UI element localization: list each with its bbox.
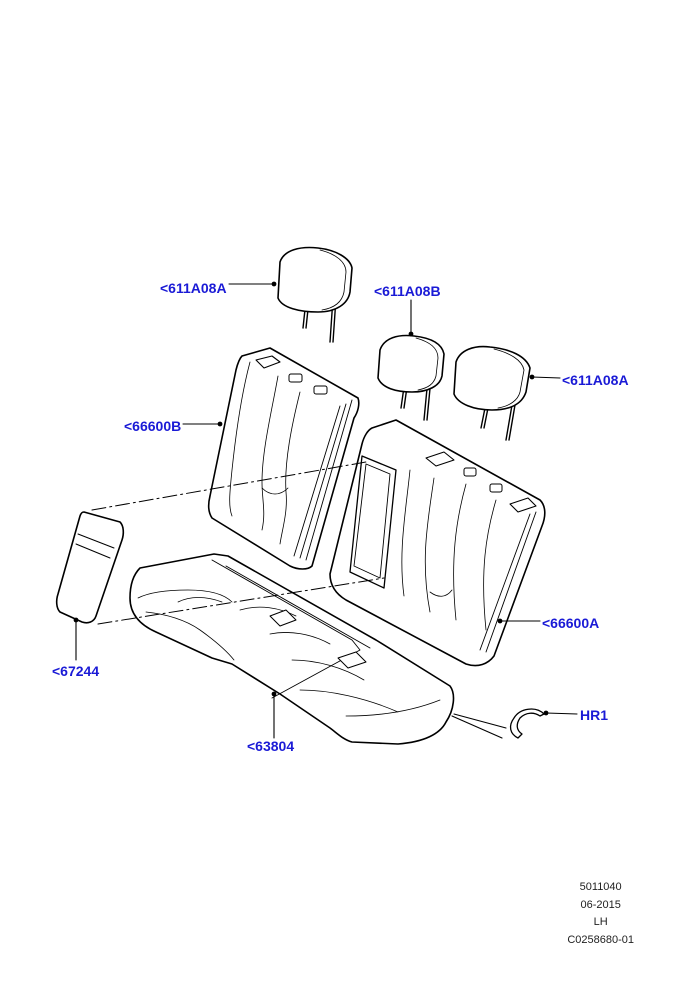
headrest-right[interactable] bbox=[454, 347, 530, 440]
illustration-id: 5011040 bbox=[579, 881, 622, 893]
callout-backrest-right[interactable]: <66600A bbox=[542, 615, 600, 631]
illustration-code: C0258680-01 bbox=[567, 933, 634, 946]
armrest-cover[interactable] bbox=[57, 512, 124, 623]
headrest-left[interactable] bbox=[278, 248, 352, 342]
callout-headrest-right[interactable]: <611A08A bbox=[562, 372, 629, 388]
callout-armrest-cover[interactable]: <67244 bbox=[52, 663, 100, 679]
headrest-center[interactable] bbox=[378, 336, 444, 420]
leader-lines bbox=[75, 283, 578, 739]
leader-dots bbox=[73, 281, 549, 716]
callout-seat-cushion[interactable]: <63804 bbox=[247, 738, 295, 754]
seat-cushion[interactable] bbox=[130, 554, 453, 744]
callout-backrest-left[interactable]: <66600B bbox=[124, 418, 182, 434]
illustration-side: LH bbox=[593, 916, 608, 928]
backrest-left[interactable] bbox=[209, 348, 359, 569]
reference-block: 5011040 06-2015 LH C0258680-01 bbox=[567, 879, 634, 949]
assembly-lines bbox=[91, 461, 385, 625]
callout-hog-ring[interactable]: HR1 bbox=[580, 707, 609, 723]
backrest-right[interactable] bbox=[330, 420, 545, 666]
hog-ring[interactable] bbox=[511, 709, 544, 738]
illustration-date: 06-2015 bbox=[580, 898, 621, 911]
callout-headrest-center[interactable]: <611A08B bbox=[374, 283, 441, 299]
callout-headrest-left[interactable]: <611A08A bbox=[160, 280, 227, 296]
